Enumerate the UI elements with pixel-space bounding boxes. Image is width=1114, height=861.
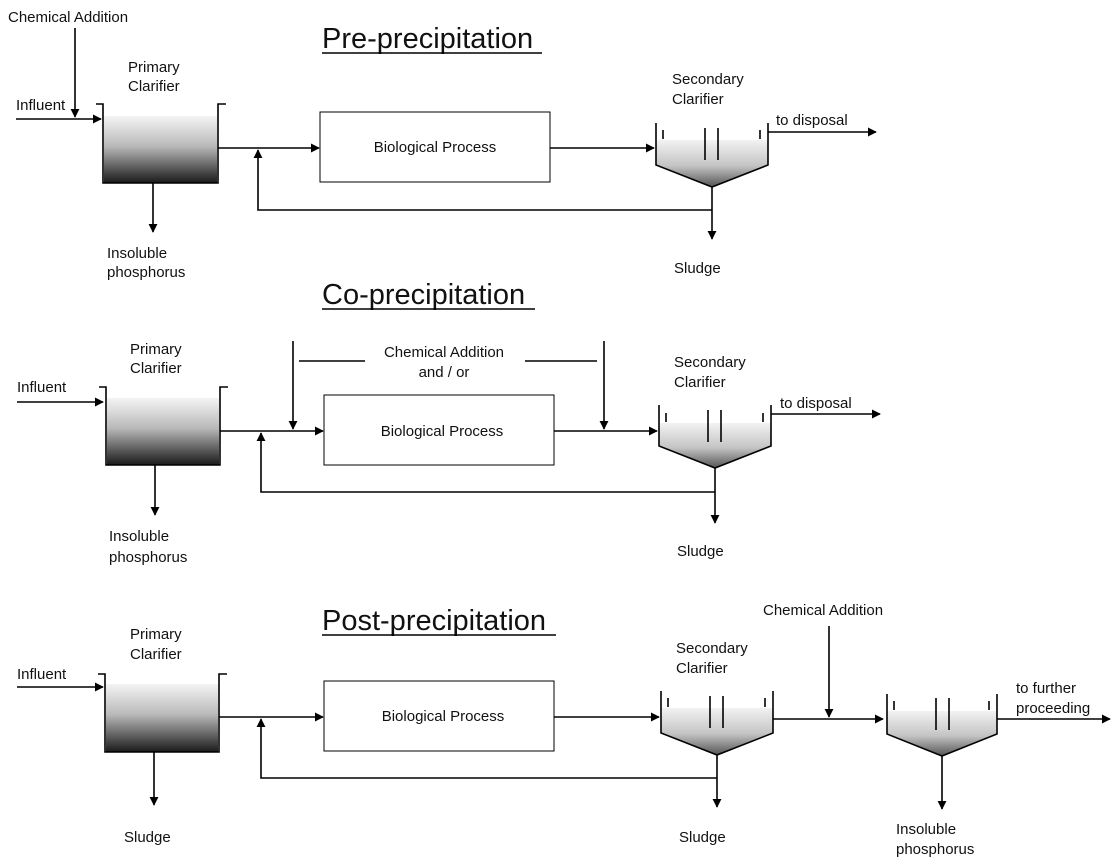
primary-clarifier-label: Clarifier (130, 646, 182, 663)
chemical-addition-label: Chemical Addition (763, 602, 883, 619)
primary-out-label: Sludge (124, 829, 171, 846)
sludge-label: Sludge (674, 260, 721, 277)
primary-clarifier-walls (96, 103, 226, 184)
tertiary-clarifier-tank (887, 711, 997, 756)
sludge-label: Sludge (677, 543, 724, 560)
secondary-clarifier-label: Clarifier (672, 91, 724, 108)
effluent-label: to further (1016, 680, 1076, 697)
secondary-clarifier-label: Clarifier (674, 374, 726, 391)
biological-process-label: Biological Process (381, 423, 504, 440)
section-pre-precipitation: Pre-precipitation Chemical Addition Infl… (8, 9, 877, 281)
primary-clarifier-walls (99, 386, 228, 466)
return-sludge-line (256, 432, 715, 493)
primary-clarifier-label: Primary (130, 626, 182, 643)
primary-out-label: phosphorus (109, 549, 187, 566)
primary-clarifier-tank (106, 684, 218, 752)
section-post-precipitation: Post-precipitation Influent Primary Clar… (17, 602, 1111, 858)
primary-clarifier-tank (104, 116, 217, 183)
section-title: Pre-precipitation (322, 23, 533, 55)
biological-process-label: Biological Process (382, 708, 505, 725)
secondary-clarifier-tank (659, 423, 771, 468)
return-sludge-line (256, 718, 717, 779)
primary-out-label: Insoluble (109, 528, 169, 545)
secondary-clarifier-label: Secondary (672, 71, 744, 88)
chemical-addition-label: and / or (419, 364, 470, 381)
biological-process-box (323, 680, 555, 752)
primary-out-label: Insoluble (107, 245, 167, 262)
primary-clarifier-label: Primary (128, 59, 180, 76)
biological-process-label: Biological Process (374, 139, 497, 156)
section-title: Post-precipitation (322, 605, 546, 637)
primary-clarifier-walls (98, 673, 227, 753)
section-co-precipitation: Co-precipitation Chemical Addition and /… (17, 279, 881, 566)
primary-clarifier-label: Clarifier (130, 360, 182, 377)
effluent-label: to disposal (780, 395, 852, 412)
effluent-label: proceeding (1016, 700, 1090, 717)
insoluble-phosphorus-label: Insoluble (896, 821, 956, 838)
chemical-addition-label: Chemical Addition (384, 344, 504, 361)
secondary-clarifier-label: Secondary (674, 354, 746, 371)
primary-clarifier-label: Primary (130, 341, 182, 358)
primary-out-label: phosphorus (107, 264, 185, 281)
secondary-clarifier-tank (656, 140, 768, 187)
secondary-clarifier-label: Clarifier (676, 660, 728, 677)
secondary-clarifier-tank (661, 708, 773, 755)
sludge-label: Sludge (679, 829, 726, 846)
primary-clarifier-tank (107, 398, 219, 465)
influent-label: Influent (16, 97, 66, 114)
insoluble-phosphorus-label: phosphorus (896, 841, 974, 858)
influent-label: Influent (17, 379, 67, 396)
chemical-addition-label: Chemical Addition (8, 9, 128, 26)
return-sludge-line (253, 149, 712, 211)
primary-clarifier-label: Clarifier (128, 78, 180, 95)
biological-process-box (319, 111, 551, 183)
effluent-label: to disposal (776, 112, 848, 129)
biological-process-box (323, 394, 555, 466)
secondary-clarifier-label: Secondary (676, 640, 748, 657)
section-title: Co-precipitation (322, 279, 525, 311)
influent-label: Influent (17, 666, 67, 683)
